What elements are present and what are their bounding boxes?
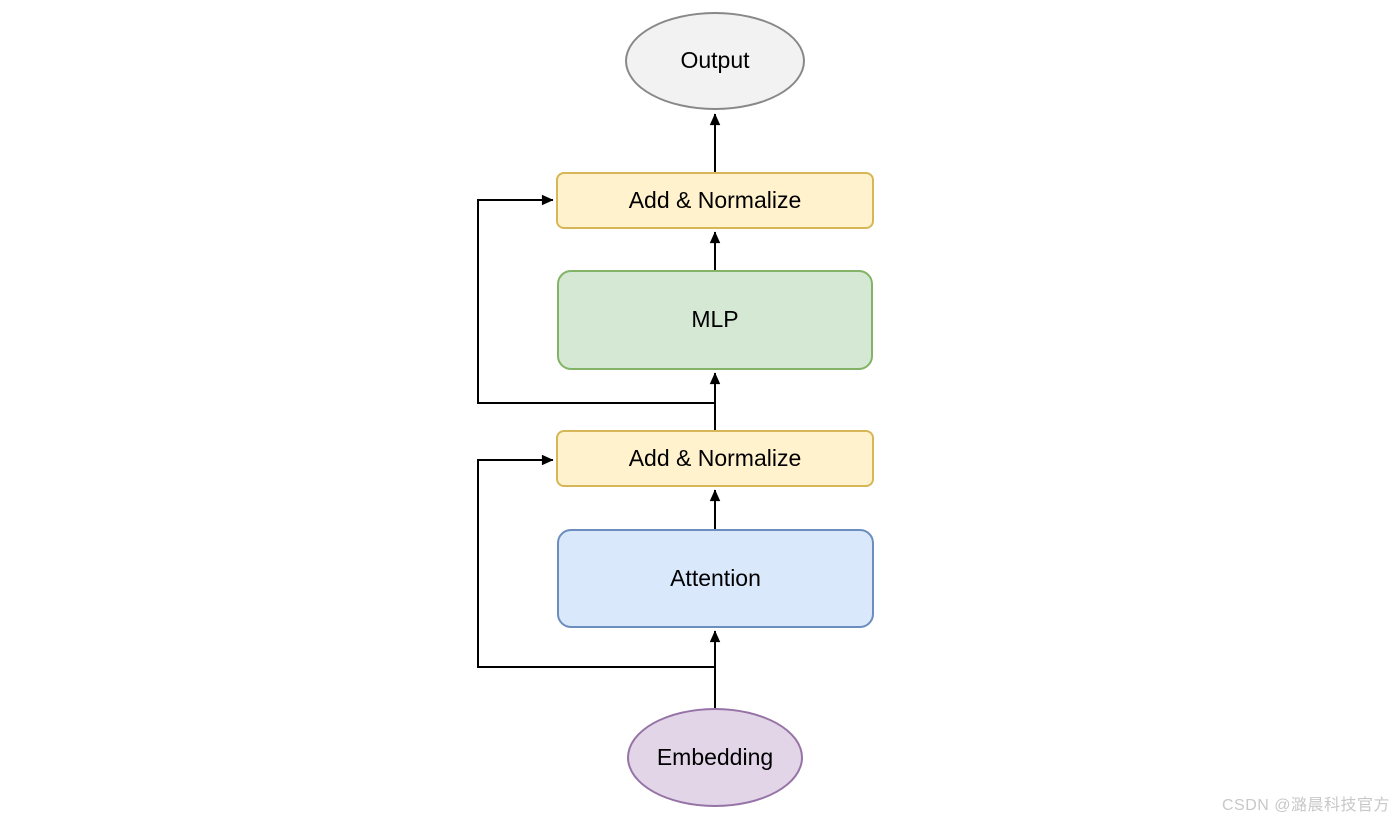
csdn-watermark: CSDN @潞晨科技官方 (1221, 797, 1390, 814)
node-attention-label: Attention (670, 564, 761, 591)
node-add-normalize-top-label: Add & Normalize (628, 186, 802, 213)
connector-skip-to-addnorm-top (477, 194, 715, 404)
node-add-normalize-bottom: Add & Normalize (556, 430, 874, 487)
node-output-label: Output (680, 47, 750, 74)
node-attention: Attention (557, 529, 874, 628)
node-mlp: MLP (557, 270, 873, 370)
node-output: Output (625, 12, 805, 110)
node-mlp-label: MLP (691, 306, 739, 333)
node-embedding-label: Embedding (656, 743, 774, 770)
node-embedding: Embedding (627, 708, 803, 807)
node-add-normalize-top: Add & Normalize (556, 172, 874, 229)
connector-skip-to-addnorm-bottom (477, 454, 715, 668)
node-add-normalize-bottom-label: Add & Normalize (628, 444, 802, 471)
